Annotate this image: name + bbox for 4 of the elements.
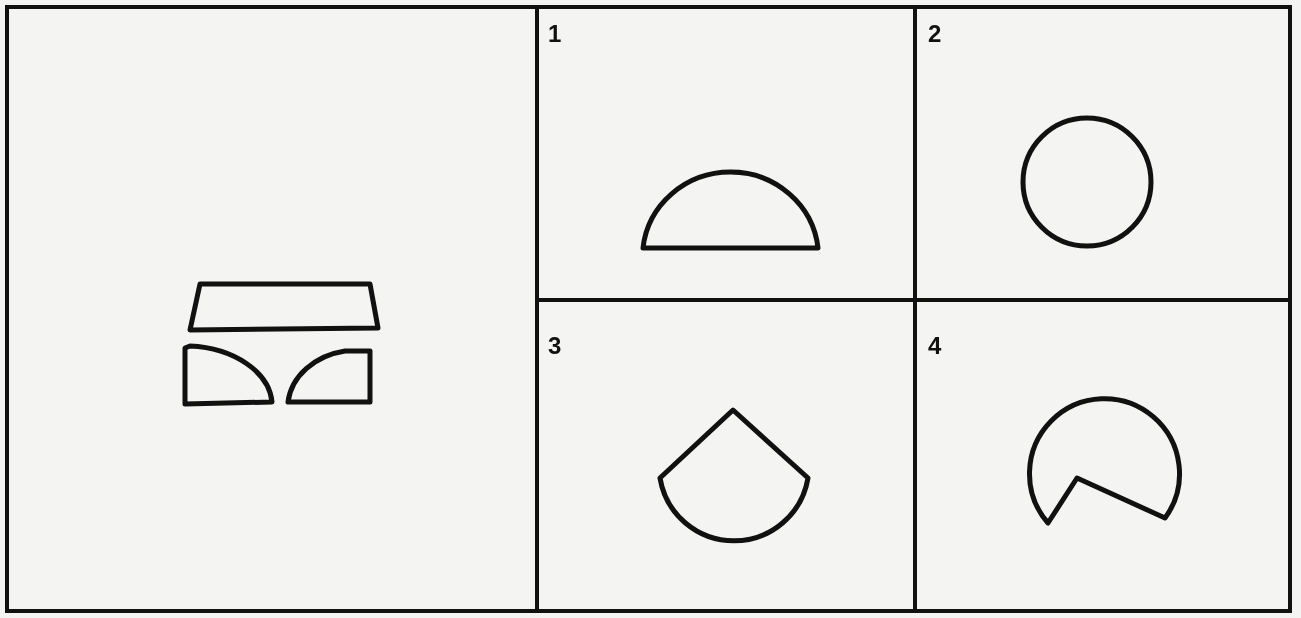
option-number: 2: [928, 22, 942, 46]
option-number: 4: [928, 334, 942, 358]
option-number: 3: [548, 334, 562, 358]
option-number: 1: [548, 22, 562, 46]
